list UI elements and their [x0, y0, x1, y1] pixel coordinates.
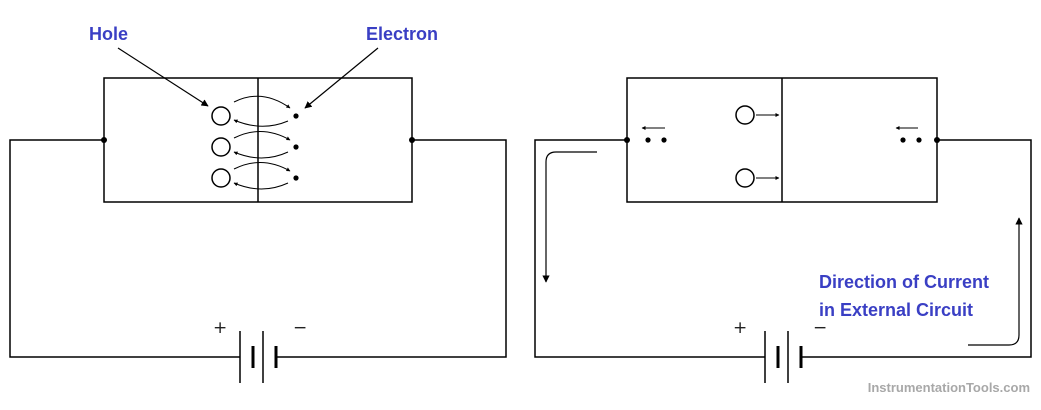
right-plus-sign: + [733, 318, 747, 338]
left-minus-sign: − [293, 318, 307, 338]
left-electron [293, 113, 299, 119]
electron-pointer-arrow [304, 47, 379, 109]
left-electron [293, 144, 299, 150]
right-diagram [534, 77, 1032, 383]
hole-pointer-arrow [117, 47, 209, 107]
recombination-arrows [233, 95, 291, 190]
right-dots [624, 137, 940, 143]
left-dots [101, 113, 415, 181]
current-direction-arrow-down [542, 151, 597, 283]
left-electron [293, 175, 299, 181]
right-electron [900, 137, 906, 143]
right-junction-dot [624, 137, 630, 143]
left-circuit-wire [9, 139, 240, 358]
left-junction-dot [101, 137, 107, 143]
right-electron [916, 137, 922, 143]
left-diagram [9, 47, 507, 383]
hole-label: Hole [89, 24, 128, 44]
right-junction-dot [934, 137, 940, 143]
left-hole [211, 106, 231, 126]
watermark: InstrumentationTools.com [868, 380, 1030, 395]
left-plus-sign: + [213, 318, 227, 338]
current-direction-arrow-up [968, 217, 1023, 346]
left-junction-dot [409, 137, 415, 143]
right-electron [661, 137, 667, 143]
current-label-line2: in External Circuit [819, 300, 973, 320]
left-hole [211, 168, 231, 188]
left-hole [211, 137, 231, 157]
right-battery [764, 331, 803, 383]
current-label-line1: Direction of Current [819, 272, 989, 292]
left-battery [239, 331, 278, 383]
left-circuit-wire-right [276, 139, 507, 358]
right-circuit-wire [534, 139, 765, 358]
right-minus-sign: − [813, 318, 827, 338]
right-hole [735, 168, 755, 188]
right-hole [735, 105, 755, 125]
right-circuit-wire-right [801, 139, 1032, 358]
electron-label: Electron [366, 24, 438, 44]
right-electron [645, 137, 651, 143]
